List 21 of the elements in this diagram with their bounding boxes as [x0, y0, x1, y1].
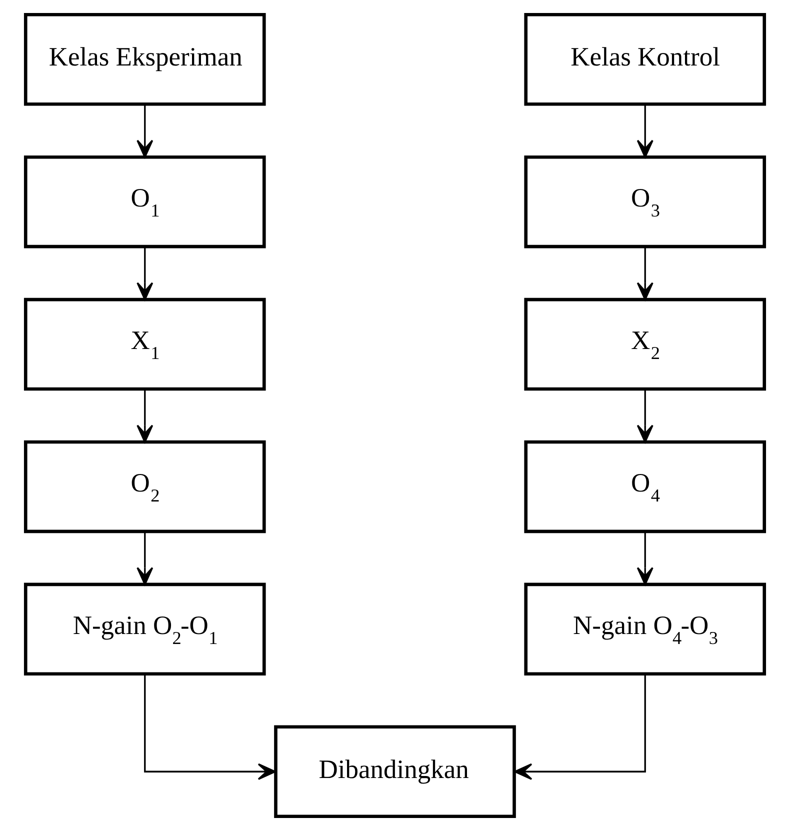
node-box: O$_{4}$: [524, 440, 766, 534]
node-box: O$_{1}$: [24, 155, 266, 248]
arrow: [136, 246, 154, 300]
arrow: [144, 674, 276, 780]
arrow: [636, 104, 654, 158]
arrow: [136, 104, 154, 158]
arrow: [136, 389, 154, 443]
node-box: Dibandingkan: [274, 725, 516, 818]
node-box: O$_{3}$: [524, 155, 766, 248]
arrow: [636, 389, 654, 443]
node-box: Kelas Kontrol: [524, 13, 766, 106]
node-box: O$_{2}$: [24, 440, 266, 534]
node-box: X$_{2}$: [524, 298, 766, 391]
arrow: [636, 532, 654, 586]
node-box: X$_{1}$: [24, 298, 266, 391]
node-box: N-gain O$_{4}$-O$_{3}$: [524, 582, 766, 676]
arrow: [514, 674, 646, 780]
node-box: N-gain O$_{2}$-O$_{1}$: [24, 582, 266, 676]
arrow: [136, 532, 154, 586]
node-box: Kelas Eksperiman: [24, 13, 266, 106]
arrow: [636, 246, 654, 300]
